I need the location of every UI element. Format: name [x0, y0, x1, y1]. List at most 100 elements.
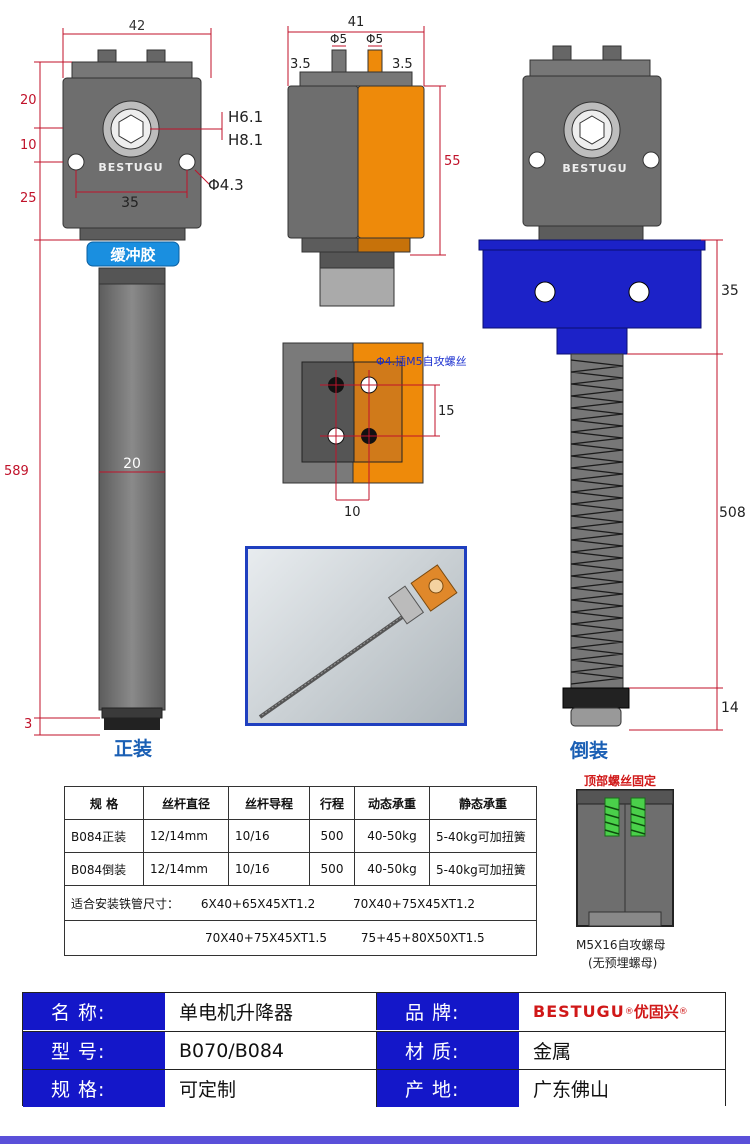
- fit-row: 适合安装铁管尺寸： 6X40+65X45XT1.2 70X40+75X45XT1…: [64, 885, 537, 921]
- spec-header: 动态承重: [354, 786, 430, 820]
- dim-25: 25: [20, 191, 37, 206]
- inv-top-plate: [529, 59, 651, 79]
- render-block: [387, 585, 425, 625]
- render-rod: [258, 611, 410, 719]
- info-row: 规 格: 可定制 产 地: 广东佛山: [23, 1069, 725, 1107]
- fit-size-2: 70X40+75X45XT1.2: [353, 896, 476, 911]
- inv-dimension-lines: [627, 239, 723, 731]
- side-dimension-lines: [287, 26, 446, 256]
- table-cell: 500: [309, 819, 355, 853]
- inv-screw-nut: [562, 687, 630, 709]
- nut-detail-title: 顶部螺丝固定: [584, 774, 657, 788]
- table-cell: 5-40kg可加扭簧: [429, 852, 537, 886]
- tube-foot: [101, 707, 163, 719]
- info-label: 材 质:: [377, 1032, 519, 1069]
- table-cell: 10/16: [228, 819, 310, 853]
- table-cell: 12/14mm: [143, 819, 229, 853]
- info-label: 型 号:: [23, 1032, 165, 1069]
- dim-3: 3: [24, 717, 32, 732]
- inv-dim-14: 14: [721, 700, 739, 716]
- tube: [98, 267, 166, 711]
- fit-size-4: 75+45+80X50XT1.5: [360, 931, 485, 945]
- top-note: Φ4.插M5自攻螺丝: [376, 354, 467, 368]
- dim-35: 35: [121, 195, 139, 211]
- inverted-view-label: 倒装: [570, 740, 609, 762]
- spec-header: 丝杆直径: [143, 786, 229, 820]
- inv-tab-right: [602, 45, 622, 61]
- side-view-drawing: 41 Φ5 Φ5 3.5 3.5 55: [287, 15, 461, 307]
- nut-caption-1: M5X16自攻螺母: [576, 938, 666, 952]
- dim-h81: H8.1: [228, 131, 263, 149]
- info-value: B070/B084: [165, 1032, 377, 1069]
- top-dim-10: 10: [344, 505, 361, 520]
- info-label: 规 格:: [23, 1070, 165, 1107]
- inv-dim-35: 35: [721, 283, 739, 299]
- top-plate-orange: [353, 361, 403, 463]
- nut-caption-2: (无预埋螺母): [588, 956, 658, 970]
- inv-blue-flange: [478, 239, 706, 251]
- buffer-label: 缓冲胶: [110, 246, 155, 264]
- inv-blue-block: [482, 249, 702, 329]
- side-body-orange: [357, 85, 425, 239]
- inv-hex-icon: [579, 115, 605, 145]
- info-label: 品 牌:: [377, 993, 519, 1030]
- info-value: 金属: [519, 1032, 725, 1069]
- mount-hole-right: [178, 153, 196, 171]
- brand-logo-text: BESTUGU: [533, 1002, 625, 1021]
- info-value: 单电机升降器: [165, 993, 377, 1030]
- front-view-label: 正装: [114, 738, 153, 760]
- inv-tab-left: [552, 45, 572, 61]
- inv-hole-left: [528, 151, 546, 169]
- mount-hole-left: [67, 153, 85, 171]
- table-cell: B084正装: [64, 819, 144, 853]
- inv-blue-hole-right: [628, 281, 650, 303]
- dim-tube: 20: [123, 456, 141, 472]
- front-dimension-lines: [34, 28, 223, 736]
- brand-cn: 优固兴: [633, 1003, 679, 1021]
- info-row: 名 称: 单电机升降器 品 牌: BESTUGU ® 优固兴 ®: [23, 993, 725, 1030]
- table-cell: 40-50kg: [354, 819, 430, 853]
- fit-size-3: 70X40+75X45XT1.5: [205, 931, 327, 945]
- dim-20: 20: [20, 93, 37, 108]
- buffer-pad: [86, 241, 180, 267]
- inv-body-brand: BESTUGU: [562, 162, 627, 175]
- spec-header: 行程: [309, 786, 355, 820]
- side-dim-35a: 3.5: [290, 57, 311, 72]
- fit-row-2: 70X40+75X45XT1.5 75+45+80X50XT1.5: [64, 920, 537, 956]
- tube-foot-cap: [104, 718, 160, 730]
- side-dim-35b: 3.5: [392, 57, 413, 72]
- table-cell: 10/16: [228, 852, 310, 886]
- dim-589: 589: [4, 464, 29, 479]
- side-bottom-b: [357, 237, 411, 253]
- spec-table: 规 格 丝杆直径 丝杆导程 行程 动态承重 静态承重 B084正装 12/14m…: [64, 786, 537, 956]
- info-brand-value: BESTUGU ® 优固兴 ®: [519, 993, 725, 1030]
- info-value: 可定制: [165, 1070, 377, 1107]
- inv-blue-neck: [556, 327, 628, 355]
- body-bottom: [79, 227, 186, 241]
- side-pin-left: [331, 49, 347, 73]
- front-view-drawing: BESTUGU 缓冲胶 42 20 10 25 H6.1 H8.1 Φ4.3 3…: [4, 19, 263, 736]
- spec-header: 规 格: [64, 786, 144, 820]
- inv-blue-hole-left: [534, 281, 556, 303]
- side-dim-phi5-b: Φ5: [366, 32, 383, 46]
- table-cell: 500: [309, 852, 355, 886]
- side-top: [299, 71, 413, 87]
- dim-width: 42: [129, 19, 146, 34]
- info-value: 广东佛山: [519, 1070, 725, 1107]
- side-body-gray: [287, 85, 359, 239]
- dim-10: 10: [20, 138, 37, 153]
- table-row: B084正装 12/14mm 10/16 500 40-50kg 5-40kg可…: [64, 819, 537, 853]
- info-label: 名 称:: [23, 993, 165, 1030]
- table-cell: 40-50kg: [354, 852, 430, 886]
- side-bottom-a: [301, 237, 359, 253]
- render-svg: [258, 564, 458, 719]
- body-top-plate: [71, 61, 193, 81]
- nut-detail-drawing: [576, 789, 674, 927]
- top-plate-gray: [301, 361, 355, 463]
- inv-screw-end: [570, 707, 622, 727]
- side-foot-dark: [319, 251, 395, 269]
- side-foot: [319, 267, 395, 307]
- body-brand-text: BESTUGU: [98, 161, 163, 174]
- fit-size-1: 6X40+65X45XT1.2: [200, 896, 316, 911]
- inv-hole-right: [642, 151, 660, 169]
